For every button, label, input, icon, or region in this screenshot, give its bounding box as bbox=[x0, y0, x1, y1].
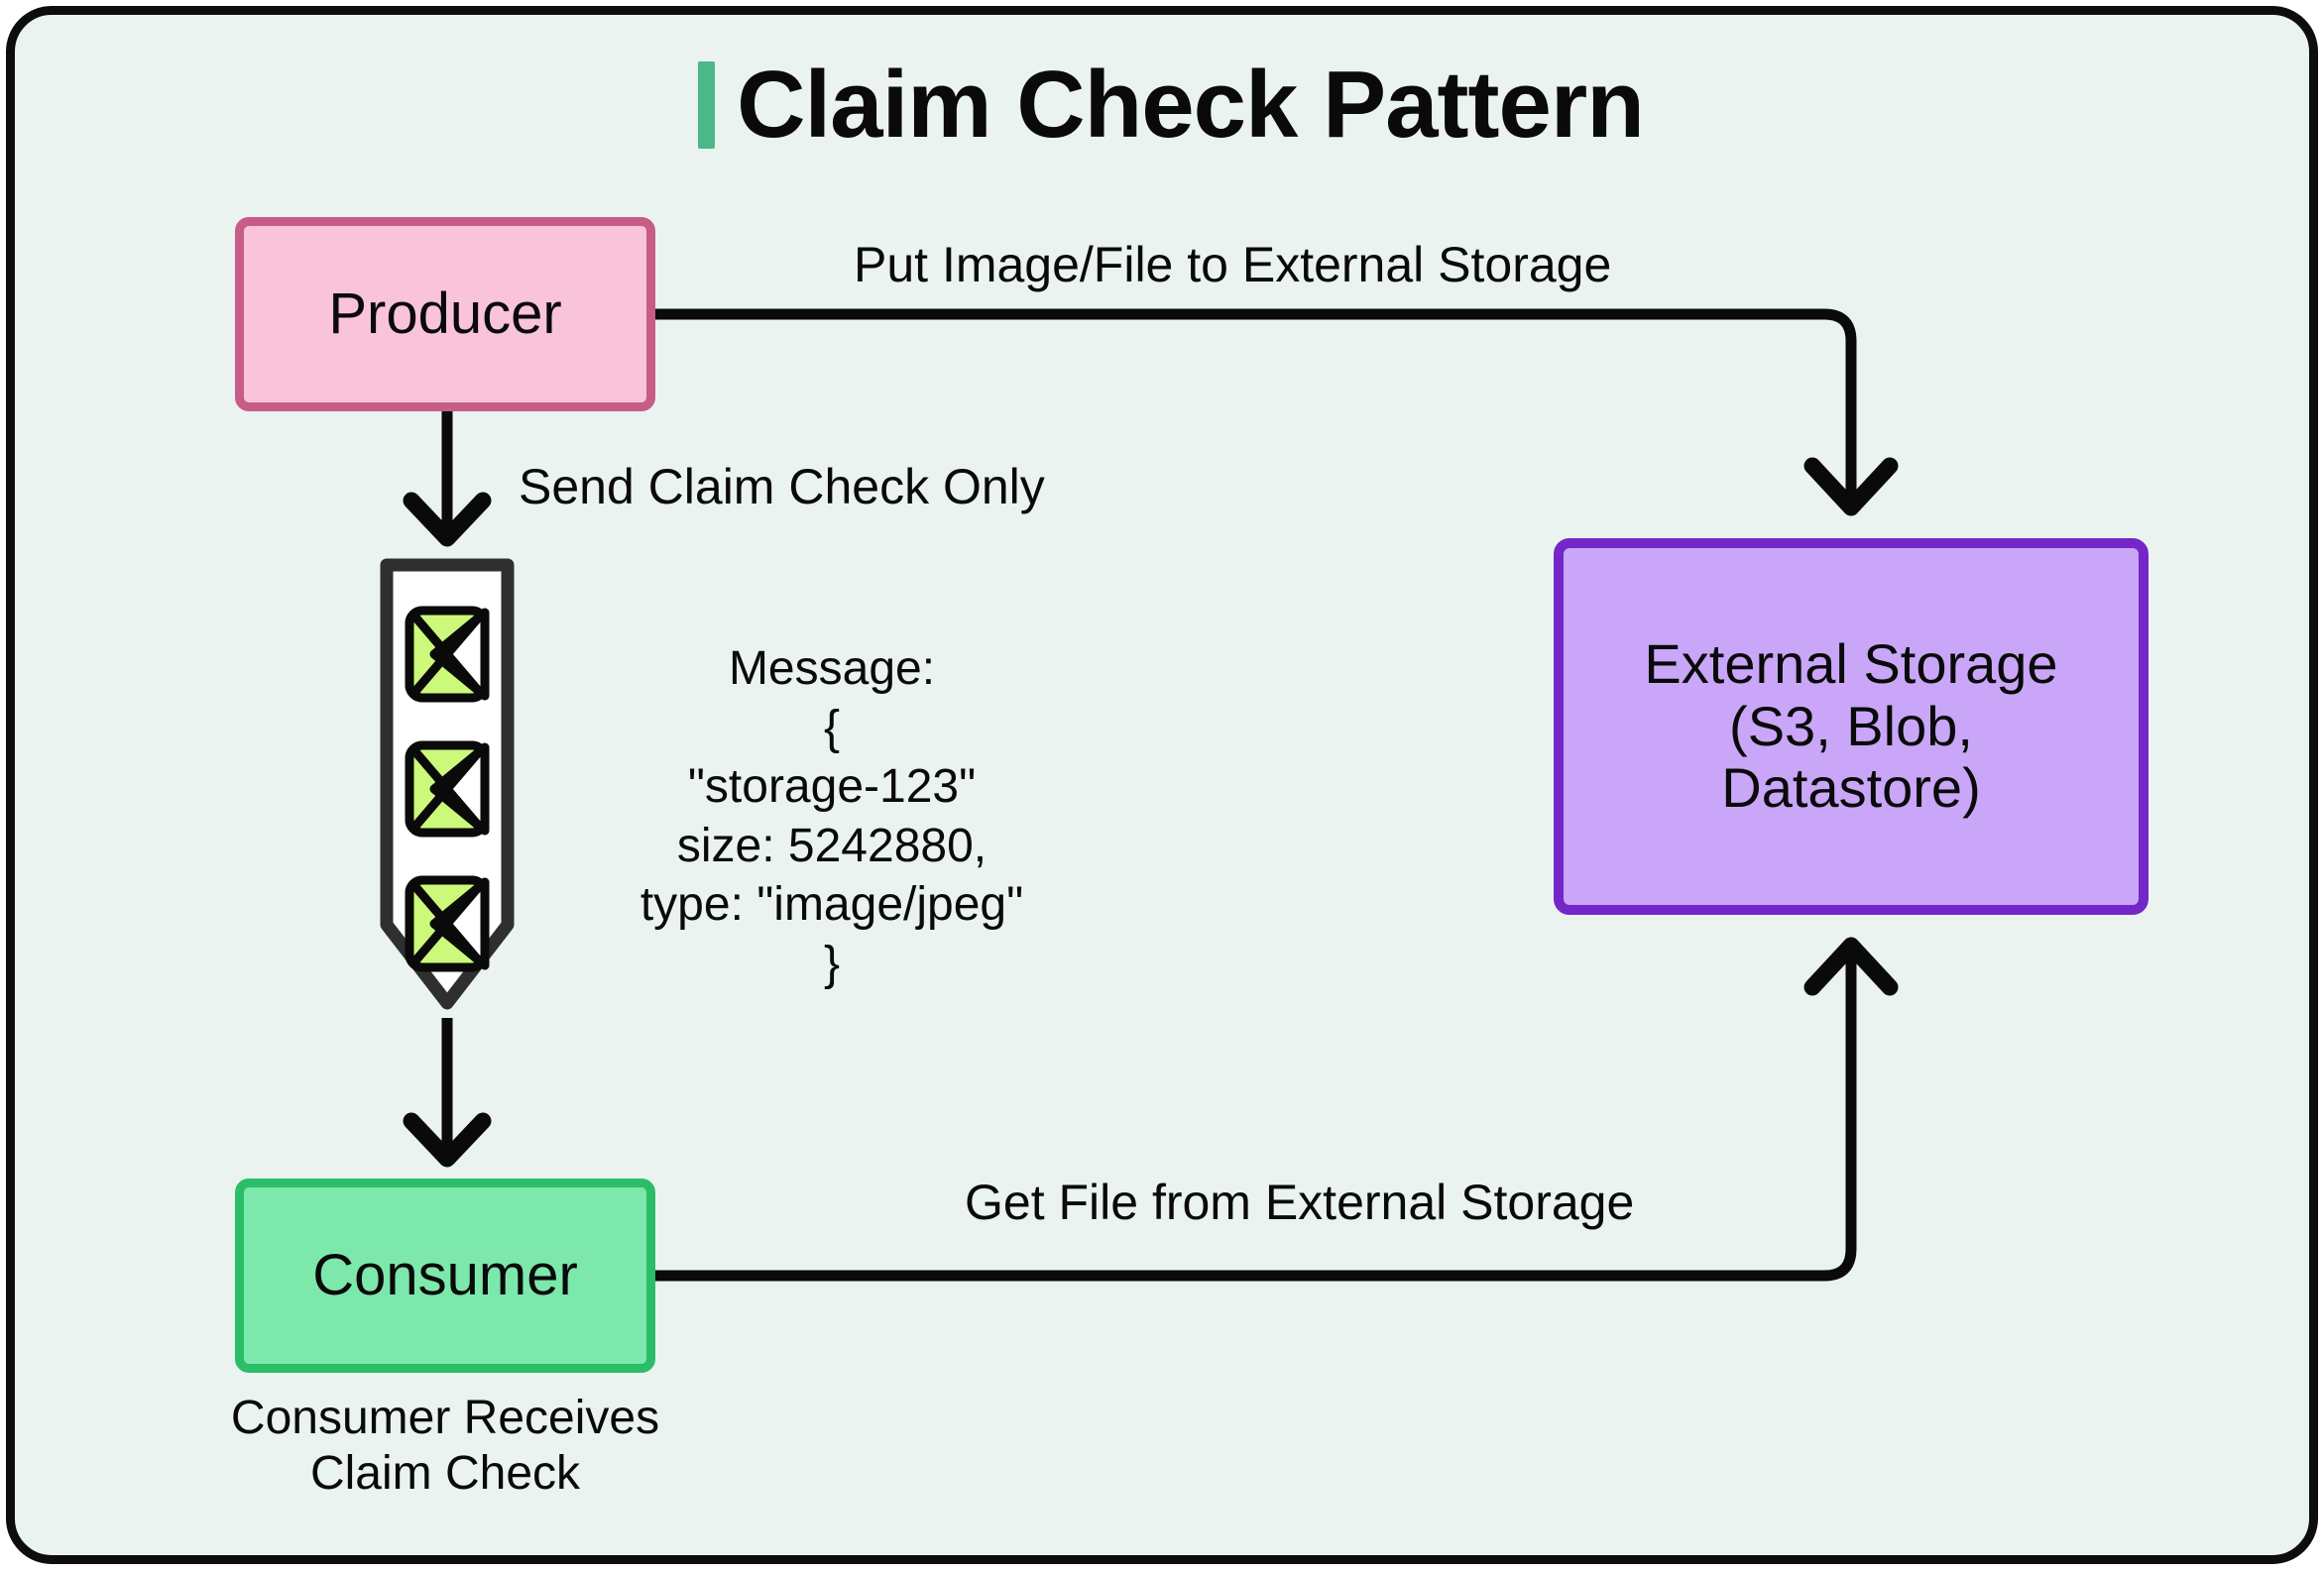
storage-label-line-3: Datastore) bbox=[1721, 756, 1981, 820]
consumer-caption-line-2: Claim Check bbox=[309, 1447, 581, 1501]
consumer-caption-line-1: Consumer Receives bbox=[230, 1392, 660, 1444]
edge-label-get-file: Get File from External Storage bbox=[965, 1175, 1635, 1230]
message-heading: Message: bbox=[728, 642, 936, 695]
message-type: type: "image/jpeg" bbox=[639, 878, 1024, 932]
arrowhead-producer-to-queue bbox=[403, 492, 492, 547]
title-accent-bar bbox=[698, 61, 716, 149]
edge-label-put-image: Put Image/File to External Storage bbox=[854, 237, 1612, 292]
title-text: Claim Check Pattern bbox=[737, 52, 1645, 158]
arrowhead-queue-to-consumer bbox=[403, 1112, 492, 1168]
message-id: "storage-123" bbox=[687, 760, 977, 814]
message-open-brace: { bbox=[823, 701, 841, 754]
message-size: size: 5242880, bbox=[676, 819, 988, 872]
node-external-storage[interactable]: External Storage (S3, Blob, Datastore) bbox=[1554, 538, 2149, 915]
arrowhead-storage-bottom bbox=[1803, 937, 1899, 996]
storage-label-line-1: External Storage bbox=[1644, 631, 2058, 695]
node-message-queue[interactable] bbox=[378, 556, 517, 1012]
diagram-frame: Claim Check Pattern bbox=[6, 6, 2318, 1564]
envelope-icon bbox=[405, 740, 490, 838]
edge-label-send-claim-check: Send Claim Check Only bbox=[519, 459, 1045, 514]
node-producer-label: Producer bbox=[328, 281, 562, 346]
node-producer[interactable]: Producer bbox=[235, 217, 655, 411]
node-consumer-label: Consumer bbox=[312, 1242, 578, 1307]
consumer-caption: Consumer Receives Claim Check bbox=[193, 1391, 697, 1502]
envelope-icon bbox=[405, 875, 490, 972]
storage-label-line-2: (S3, Blob, bbox=[1729, 694, 1973, 757]
message-payload: Message: { "storage-123" size: 5242880, … bbox=[604, 639, 1060, 993]
node-consumer[interactable]: Consumer bbox=[235, 1179, 655, 1373]
arrowhead-storage-top bbox=[1803, 457, 1899, 516]
message-close-brace: } bbox=[823, 937, 841, 990]
page-title: Claim Check Pattern bbox=[15, 51, 2324, 160]
envelope-icon bbox=[405, 606, 490, 703]
